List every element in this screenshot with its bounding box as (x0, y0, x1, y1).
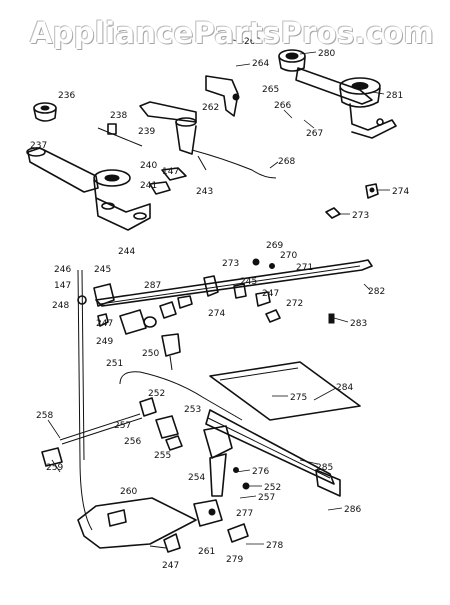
label-262: 262 (202, 103, 219, 113)
label-253: 253 (184, 405, 201, 415)
label-254: 254 (188, 473, 205, 483)
label-265: 265 (262, 85, 279, 95)
label-252a: 252 (148, 389, 165, 399)
label-264: 264 (252, 59, 269, 69)
manifold-parts (97, 75, 277, 195)
label-267: 267 (306, 129, 323, 139)
right-fittings (325, 183, 379, 324)
label-247b: 247 (96, 319, 113, 329)
broiler-pan (209, 361, 361, 421)
burner-assembly-right (278, 49, 397, 139)
label-245b: 245 (240, 277, 257, 287)
part-labels: 263 264 280 265 281 266 267 236 238 262 … (30, 37, 409, 571)
label-274a: 274 (392, 187, 409, 197)
left-thermostat-assembly (77, 269, 115, 531)
label-239: 239 (138, 127, 155, 137)
label-287: 287 (144, 281, 161, 291)
main-manifold (95, 259, 373, 307)
label-248: 248 (52, 301, 69, 311)
label-260: 260 (120, 487, 137, 497)
label-278: 278 (266, 541, 283, 551)
label-236: 236 (58, 91, 75, 101)
label-263: 263 (244, 37, 261, 47)
label-268: 268 (278, 157, 295, 167)
thermocouple-tube (119, 333, 243, 421)
label-279: 279 (226, 555, 243, 565)
label-251: 251 (106, 359, 123, 369)
label-285: 285 (316, 463, 333, 473)
label-272: 272 (286, 299, 303, 309)
label-273b: 273 (222, 259, 239, 269)
label-245a: 245 (94, 265, 111, 275)
label-147a: 147 (162, 167, 179, 177)
label-257a: 257 (114, 421, 131, 431)
label-284: 284 (336, 383, 353, 393)
label-271: 271 (296, 263, 313, 273)
label-259: 259 (46, 463, 63, 473)
label-237: 237 (30, 141, 47, 151)
oven-burner (205, 409, 341, 497)
label-282: 282 (368, 287, 385, 297)
label-243: 243 (196, 187, 213, 197)
label-277: 277 (236, 509, 253, 519)
label-246: 246 (54, 265, 71, 275)
label-275: 275 (290, 393, 307, 403)
label-256: 256 (124, 437, 141, 447)
thermostat-bulb (41, 397, 233, 497)
label-252b: 252 (264, 483, 281, 493)
label-249: 249 (96, 337, 113, 347)
leader-lines (47, 39, 390, 545)
label-258: 258 (36, 411, 53, 421)
label-241: 241 (140, 181, 157, 191)
label-276: 276 (252, 467, 269, 477)
label-280: 280 (318, 49, 335, 59)
igniter-assembly (77, 467, 250, 553)
label-238: 238 (110, 111, 127, 121)
label-286: 286 (344, 505, 361, 515)
valve-cluster (119, 258, 281, 335)
label-244: 244 (118, 247, 135, 257)
label-274b: 274 (208, 309, 225, 319)
label-247c: 247 (162, 561, 179, 571)
label-266: 266 (274, 101, 291, 111)
label-270: 270 (280, 251, 297, 261)
label-269: 269 (266, 241, 283, 251)
label-247a: 247 (262, 289, 279, 299)
label-257b: 257 (258, 493, 275, 503)
label-255: 255 (154, 451, 171, 461)
label-147b: 147 (54, 281, 71, 291)
burner-assembly-left (26, 102, 151, 231)
label-283: 283 (350, 319, 367, 329)
watermark: AppliancePartsPros.com (30, 16, 435, 50)
label-273a: 273 (352, 211, 369, 221)
label-240: 240 (140, 161, 157, 171)
label-250: 250 (142, 349, 159, 359)
label-281: 281 (386, 91, 403, 101)
label-261: 261 (198, 547, 215, 557)
